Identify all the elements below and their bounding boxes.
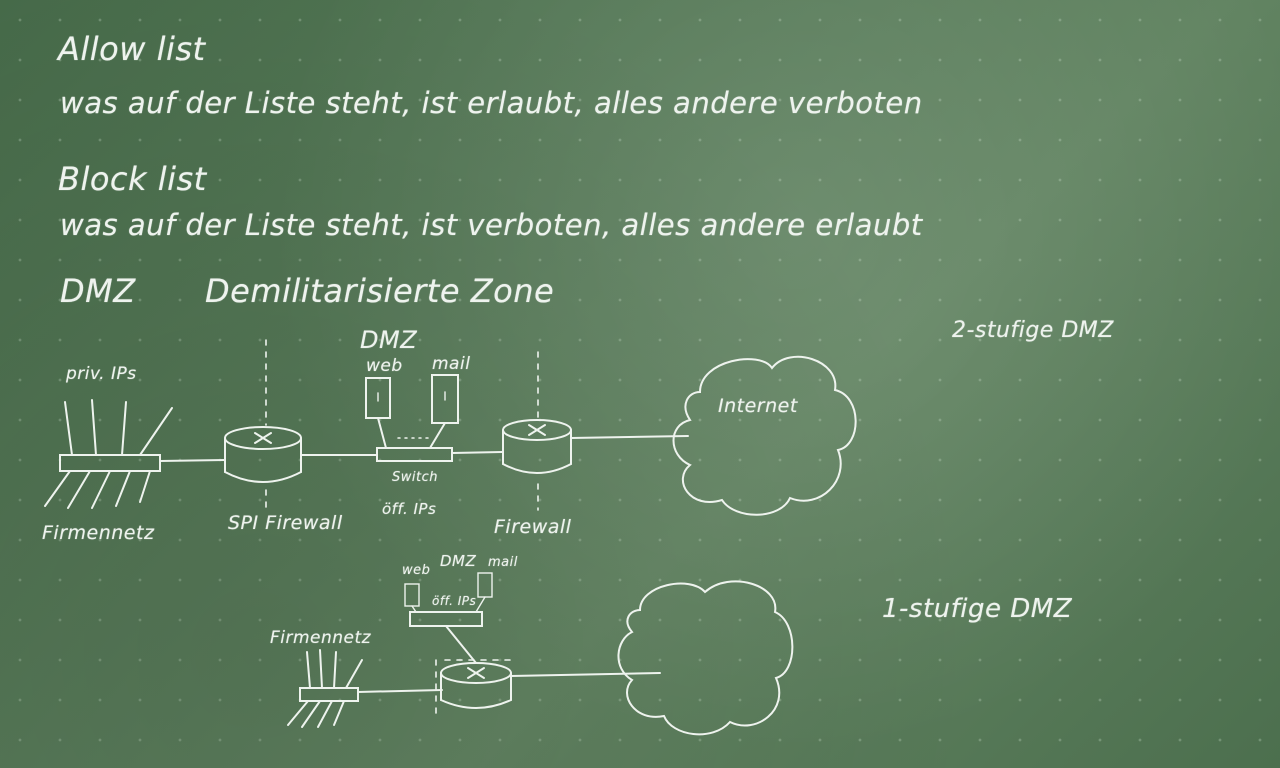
one-stage-company-net-label: Firmennetz [270,628,372,648]
one-stage-company-hub [299,687,359,702]
spi-firewall-label: SPI Firewall [228,512,343,534]
two-stage-company-net-label: Firmennetz [42,522,155,544]
two-stage-mail-label: mail [432,354,471,374]
two-stage-spi-router [224,426,302,483]
switch-label: Switch [392,470,438,485]
block-list-title: Block list [58,160,207,198]
two-stage-switch [376,447,453,462]
one-stage-heading: 1-stufige DMZ [882,594,1073,624]
block-list-description: was auf der Liste steht, ist verboten, a… [60,208,923,242]
firewall-label: Firewall [494,516,572,538]
one-stage-router [440,662,512,709]
one-stage-web-label: web [402,563,431,578]
allow-list-title: Allow list [58,30,206,68]
dmz-abbreviation: DMZ [60,272,136,310]
two-stage-dmz-label: DMZ [360,326,418,354]
private-ips-label: priv. IPs [66,364,137,384]
one-stage-dmz-switch [409,611,483,627]
two-stage-internet-cloud [672,355,857,516]
dmz-full-name: Demilitarisierte Zone [205,272,555,310]
internet-label: Internet [718,395,798,417]
one-stage-internet-cloud [617,580,794,736]
two-stage-company-hub [59,454,161,472]
two-stage-heading: 2-stufige DMZ [952,318,1114,343]
one-stage-public-ips-label: öff. IPs [432,594,477,608]
allow-list-description: was auf der Liste steht, ist erlaubt, al… [60,86,923,120]
one-stage-web-server [404,583,420,607]
one-stage-mail-server [477,572,493,598]
two-stage-web-label: web [366,356,403,376]
one-stage-dmz-label: DMZ [440,552,477,570]
one-stage-mail-label: mail [488,555,518,570]
two-stage-firewall-router [502,419,572,474]
public-ips-label: öff. IPs [382,500,437,518]
